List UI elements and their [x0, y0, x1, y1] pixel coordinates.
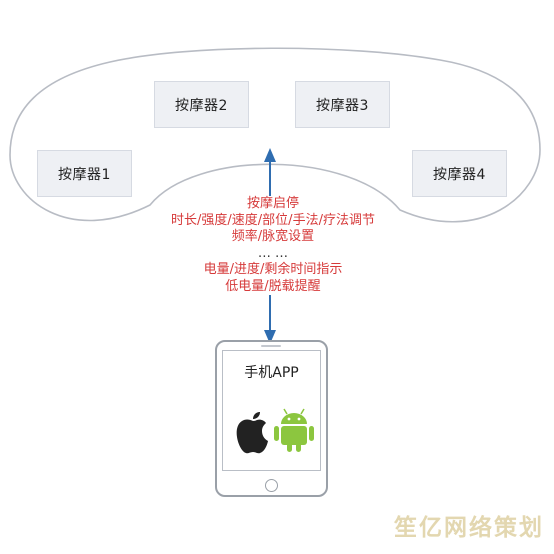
feature-line: 电量/进度/剩余时间指示 — [201, 262, 345, 279]
massager-4-box: 按摩器4 — [412, 150, 507, 197]
massager-4-label: 按摩器4 — [433, 166, 486, 183]
apple-icon — [236, 412, 268, 454]
android-icon — [274, 408, 314, 452]
watermark: 笙亿网络策划 — [394, 515, 544, 541]
home-button — [265, 479, 278, 492]
feature-list: 按摩启停 时长/强度/速度/部位/手法/疗法调节 频率/脉宽设置 … … 电量/… — [150, 196, 396, 295]
massager-2-label: 按摩器2 — [175, 97, 228, 114]
ring-outline — [9, 47, 541, 223]
phone-screen: 手机APP — [222, 350, 321, 471]
phone-speaker — [261, 345, 281, 347]
feature-line: 按摩启停 — [244, 196, 301, 213]
feature-line: 时长/强度/速度/部位/手法/疗法调节 — [169, 212, 377, 229]
massager-2-box: 按摩器2 — [154, 81, 249, 128]
massager-1-label: 按摩器1 — [58, 166, 111, 183]
arrow-head-up — [264, 148, 276, 162]
massager-3-label: 按摩器3 — [316, 97, 369, 114]
phone-app-title: 手机APP — [244, 365, 299, 381]
phone-device: 手机APP — [215, 340, 328, 497]
massager-3-box: 按摩器3 — [295, 81, 390, 128]
os-icons — [236, 408, 314, 454]
feature-line: … … — [255, 245, 291, 262]
feature-line: 频率/脉宽设置 — [229, 229, 317, 246]
feature-line: 低电量/脱载提醒 — [223, 278, 323, 295]
massager-1-box: 按摩器1 — [37, 150, 132, 197]
arrow-head-down — [264, 330, 276, 344]
